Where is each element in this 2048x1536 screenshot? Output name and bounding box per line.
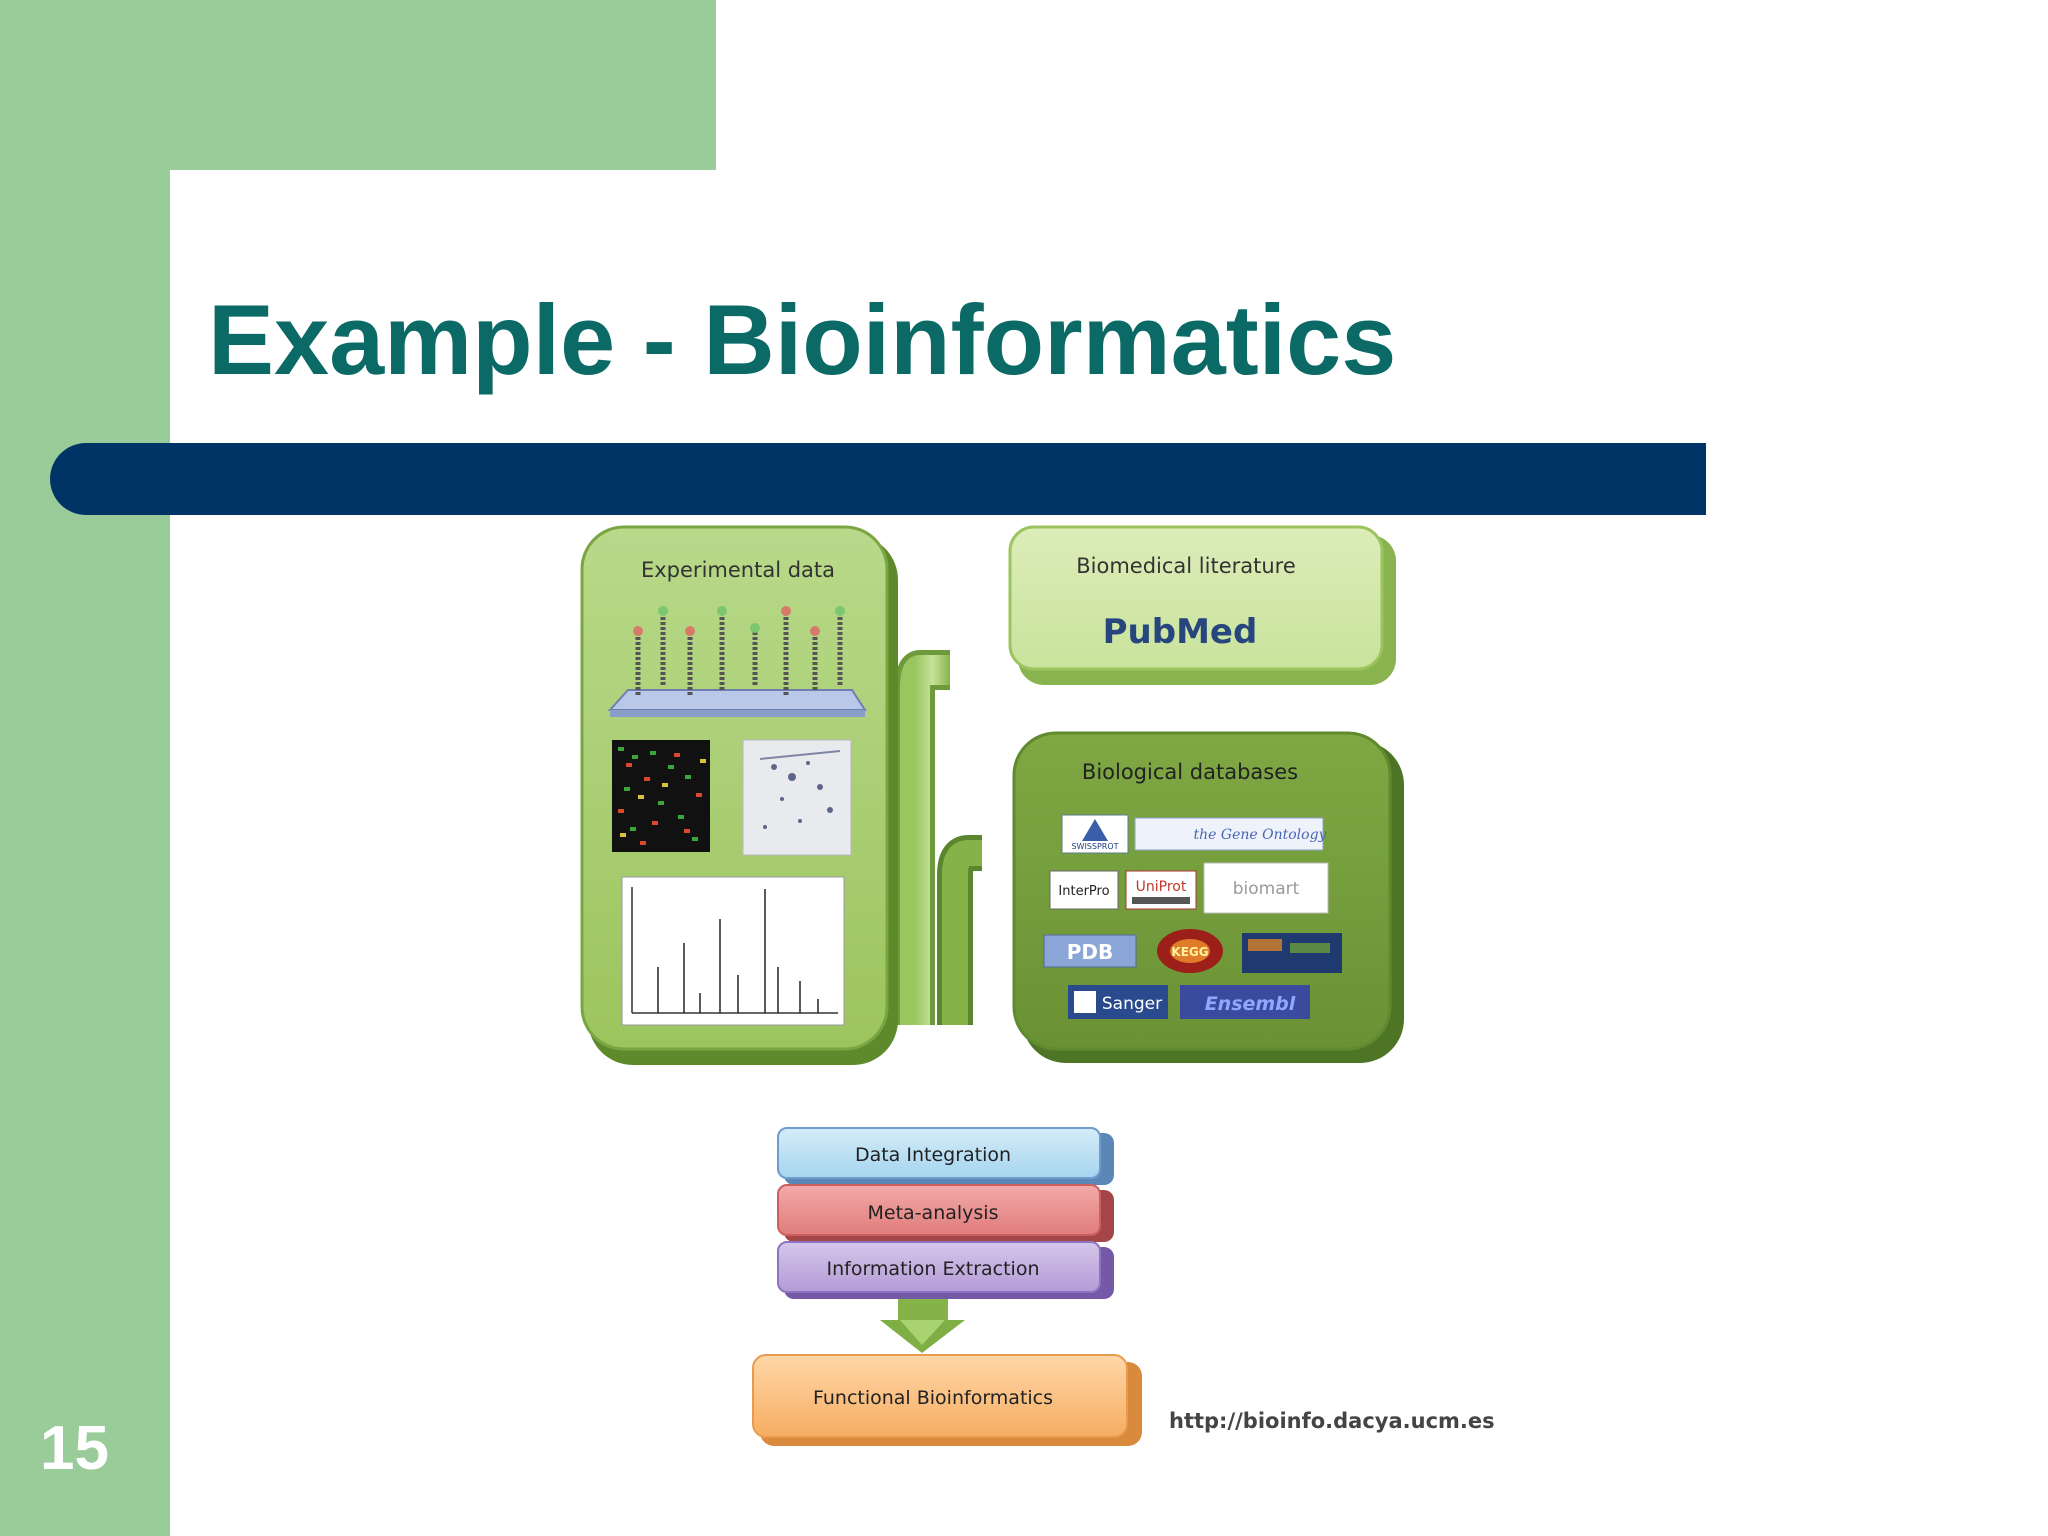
stage-information-extraction-label: Information Extraction bbox=[826, 1258, 1039, 1280]
swissprot-logo: SWISSPROT bbox=[1061, 814, 1129, 854]
title-underline-bar bbox=[50, 443, 1706, 515]
stage-data-integration-label: Data Integration bbox=[855, 1144, 1011, 1166]
biomedical-literature-box: Biomedical literature PubMed bbox=[1008, 525, 1396, 685]
biological-databases-label: Biological databases bbox=[1082, 760, 1298, 784]
ensembl-logo: Ensembl bbox=[1180, 985, 1310, 1019]
sanger-logo: Sanger bbox=[1068, 985, 1168, 1019]
protein-gel-image bbox=[742, 739, 852, 856]
source-url: http://bioinfo.dacya.ucm.es bbox=[1169, 1409, 1495, 1433]
svg-text:PDB: PDB bbox=[1067, 940, 1114, 964]
svg-text:SWISSPROT: SWISSPROT bbox=[1071, 842, 1118, 851]
functional-bioinformatics-label: Functional Bioinformatics bbox=[813, 1387, 1053, 1409]
pdb-logo: PDB bbox=[1043, 934, 1137, 968]
biomart-logo: biomart bbox=[1203, 862, 1329, 914]
target-database-logo bbox=[1242, 933, 1342, 973]
functional-bioinformatics-box: Functional Bioinformatics bbox=[752, 1354, 1142, 1446]
biomedical-literature-label: Biomedical literature bbox=[1076, 554, 1296, 578]
experimental-data-box: Experimental data bbox=[580, 525, 898, 1065]
microarray-chip-image bbox=[607, 606, 867, 717]
title-area bbox=[170, 170, 2040, 450]
stage-meta-analysis-label: Meta-analysis bbox=[868, 1202, 999, 1224]
stage-meta-analysis: Meta-analysis bbox=[777, 1184, 1114, 1242]
svg-text:UniProt: UniProt bbox=[1136, 879, 1187, 895]
gene-ontology-logo: the Gene Ontology bbox=[1134, 817, 1328, 851]
pubmed-logo: PubMed bbox=[1103, 612, 1258, 652]
mass-spectrum-image bbox=[621, 876, 845, 1026]
svg-text:Sanger: Sanger bbox=[1102, 994, 1162, 1014]
uniprot-logo: UniProt bbox=[1125, 870, 1197, 910]
svg-text:biomart: biomart bbox=[1233, 879, 1300, 899]
svg-text:the Gene Ontology: the Gene Ontology bbox=[1194, 827, 1328, 843]
stage-information-extraction: Information Extraction bbox=[777, 1241, 1114, 1299]
biological-databases-box: Biological databases SWISSPROT the Gene … bbox=[1012, 731, 1404, 1063]
svg-text:KEGG: KEGG bbox=[1171, 945, 1208, 959]
slide-title: Example - Bioinformatics bbox=[208, 284, 1397, 395]
bioinformatics-diagram: Experimental data bbox=[580, 525, 1404, 1446]
stage-data-integration: Data Integration bbox=[777, 1127, 1114, 1185]
svg-text:Ensembl: Ensembl bbox=[1205, 993, 1296, 1015]
experimental-data-label: Experimental data bbox=[641, 558, 835, 582]
slide-number: 15 bbox=[40, 1414, 109, 1483]
interpro-logo: InterPro bbox=[1049, 870, 1119, 910]
kegg-logo: KEGG bbox=[1157, 929, 1223, 973]
microarray-heatmap-image bbox=[612, 740, 710, 852]
sidebar-left-band bbox=[0, 0, 170, 1536]
svg-text:InterPro: InterPro bbox=[1058, 884, 1109, 899]
